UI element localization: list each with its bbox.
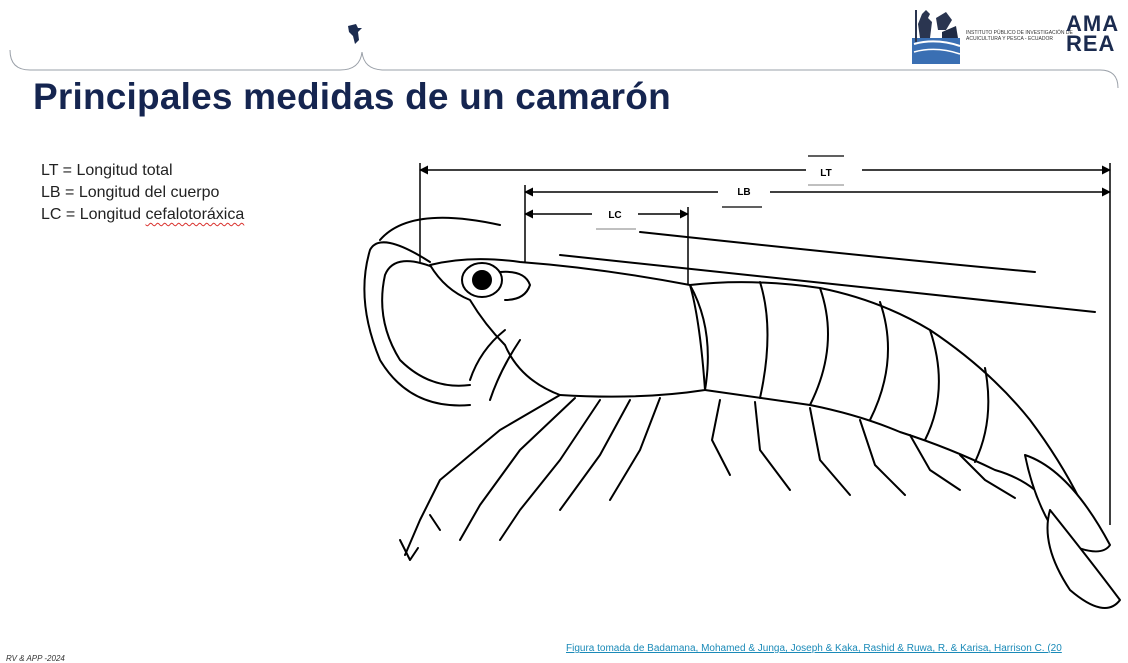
measurement-legend: LT = Longitud total LB = Longitud del cu… <box>41 160 244 226</box>
fish-logo-icon <box>348 24 362 44</box>
legend-lt-code: LT = <box>41 162 77 179</box>
legend-lc-code: LC = Longitud <box>41 206 146 223</box>
legend-lt-text: Longitud total <box>76 162 173 179</box>
shrimp-diagram: LT LB LC <box>363 155 1121 609</box>
legend-lb-code: LB = <box>41 184 79 201</box>
legend-lt: LT = Longitud total <box>41 160 244 182</box>
shrimp-body <box>363 216 1121 609</box>
legend-lb: LB = Longitud del cuerpo <box>41 182 244 204</box>
legend-lb-text: Longitud del cuerpo <box>78 184 220 201</box>
header-divider <box>9 49 1119 89</box>
lc-label-box: LC <box>592 202 638 230</box>
legend-lc-text: cefalotoráxica <box>145 206 245 223</box>
brand-logo: AMA REA <box>1066 11 1119 56</box>
lb-label-box: LB <box>718 180 770 208</box>
lt-label-box: LT <box>806 155 862 186</box>
institute-logo-icon <box>912 10 961 64</box>
lc-label: LC <box>608 210 621 221</box>
page-title: Principales medidas de un camarón <box>33 76 671 117</box>
legend-lc: LC = Longitud cefalotoráxica <box>41 204 244 226</box>
citation-link[interactable]: Figura tomada de Badamana, Mohamed & Jun… <box>566 643 1062 654</box>
lb-label: LB <box>737 187 750 198</box>
institute-name: INSTITUTO PÚBLICO DE INVESTIGACIÓN DE AC… <box>966 30 1073 42</box>
footer-credit: RV & APP -2024 <box>6 654 65 663</box>
lt-label: LT <box>820 168 831 179</box>
measurement-lines <box>419 163 1111 525</box>
